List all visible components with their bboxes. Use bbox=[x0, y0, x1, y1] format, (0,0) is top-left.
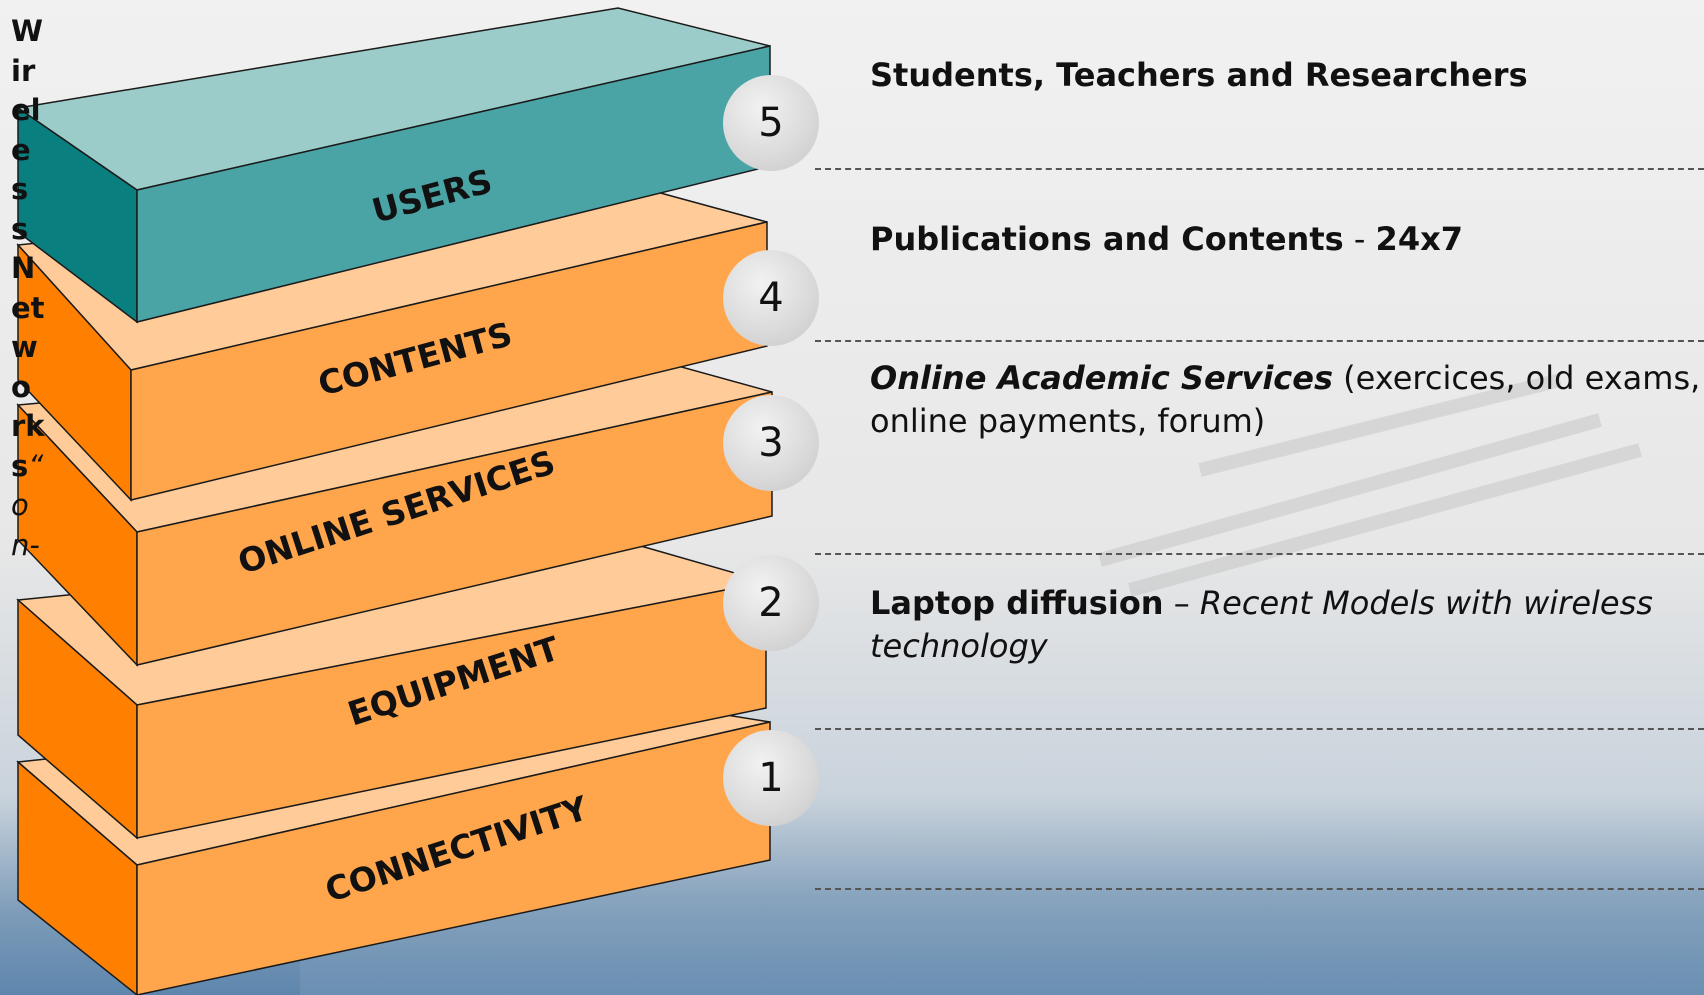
description-4-separator: - bbox=[1343, 220, 1376, 258]
description-3-detail: (exercices, old exams, online payments, … bbox=[870, 359, 1701, 440]
separator-line bbox=[815, 168, 1704, 170]
layer-slab-2: EQUIPMENT bbox=[16, 539, 767, 840]
description-4-text: Publications and Contents bbox=[870, 220, 1344, 258]
description-2-separator: – bbox=[1163, 584, 1200, 622]
description-3-title: Online Academic Services bbox=[870, 359, 1333, 397]
description-layer-2: Laptop diffusion – Recent Models with wi… bbox=[870, 582, 1670, 668]
layer-4-number-badge: 4 bbox=[723, 250, 819, 346]
separator-line bbox=[815, 728, 1704, 730]
layer-5-number-badge: 5 bbox=[723, 75, 819, 171]
layer-1-side-face bbox=[17, 760, 138, 995]
description-2-title: Laptop diffusion bbox=[870, 584, 1164, 622]
layer-4-front-face bbox=[130, 221, 768, 501]
layer-1-front-face bbox=[136, 721, 771, 995]
description-layer-4: Publications and Contents - 24x7 bbox=[870, 218, 1463, 261]
separator-line bbox=[815, 888, 1704, 890]
separator-line bbox=[815, 553, 1704, 555]
layer-3-number-badge: 3 bbox=[723, 395, 819, 491]
description-layer-3: Online Academic Services (exercices, old… bbox=[870, 357, 1704, 443]
layer-2-number-badge: 2 bbox=[723, 555, 819, 651]
layer-1-number-badge: 1 bbox=[723, 730, 819, 826]
separator-line bbox=[815, 340, 1704, 342]
layer-2-front-face bbox=[136, 581, 767, 839]
description-2-detail: Recent Models with wireless technology bbox=[870, 584, 1653, 665]
side-text-bold: Wireless Networks bbox=[11, 14, 45, 483]
side-text-italic: “on- bbox=[11, 448, 44, 562]
side-vertical-text: Wireless Networks“on- bbox=[11, 12, 45, 565]
description-5-text: Students, Teachers and Researchers bbox=[870, 56, 1528, 94]
description-4-availability: 24x7 bbox=[1375, 220, 1463, 258]
description-layer-5: Students, Teachers and Researchers bbox=[870, 54, 1528, 97]
layer-slab-5: USERS bbox=[16, 7, 771, 324]
layer-3-front-face bbox=[136, 391, 773, 666]
